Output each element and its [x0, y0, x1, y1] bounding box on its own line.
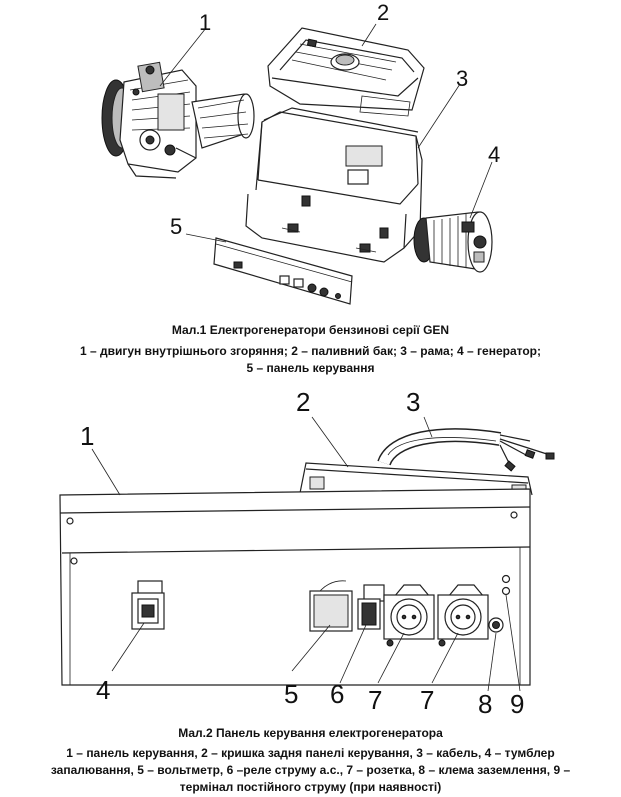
leader-lines	[91, 416, 521, 692]
figure-2-caption-title: Мал.2 Панель керування електрогенератора	[178, 726, 443, 740]
alternator-drawing	[413, 211, 493, 273]
figure-1-caption-title: Мал.1 Електрогенератори бензинові серії …	[171, 323, 450, 337]
figure-1-caption-legend: 1 – двигун внутрішнього згоряння; 2 – па…	[0, 343, 621, 377]
figure-2-legend-line-1: 1 – панель керування, 2 – кришка задня п…	[66, 746, 555, 760]
fuel-tank-drawing	[267, 27, 425, 117]
fig1-label-frame: 3	[456, 66, 468, 91]
fig2-label-dc-terminal: 9	[510, 689, 524, 715]
figure-1-exploded-view: 1 2 3 4	[101, 0, 500, 305]
figure-1-legend-line-1: 1 – двигун внутрішнього згоряння; 2 – па…	[79, 344, 542, 358]
fig1-label-engine: 1	[199, 10, 211, 35]
voltmeter-drawing	[309, 580, 353, 632]
fig2-label-ignition-switch: 4	[96, 675, 110, 705]
fig1-label-fuel-tank: 2	[377, 0, 389, 25]
fig2-label-rear-cover: 2	[296, 387, 310, 417]
figure-2-control-panel-view: 1 2 3 4 5 6 7 7 8 9	[59, 387, 555, 715]
ground-terminal-drawing	[488, 617, 504, 633]
fig2-label-panel: 1	[80, 421, 94, 451]
figure-1-legend-line-2: 5 – панель керування	[246, 361, 375, 375]
fig2-label-ground-terminal: 8	[478, 689, 492, 715]
fig1-label-control-panel: 5	[170, 214, 182, 239]
ignition-switch-drawing	[131, 580, 165, 630]
socket-1-drawing	[383, 584, 435, 647]
current-relay-drawing	[357, 584, 385, 630]
fig2-label-voltmeter: 5	[284, 679, 298, 709]
control-panel-drawing	[213, 237, 353, 305]
figure-2-legend-line-3: термінал постійного струму (при наявност…	[179, 780, 442, 794]
frame-drawing	[245, 107, 423, 263]
fig2-label-socket-2: 7	[420, 685, 434, 715]
fig1-label-alternator: 4	[488, 142, 500, 167]
dc-terminal-drawing	[501, 574, 511, 596]
figure-2-caption-legend: 1 – панель керування, 2 – кришка задня п…	[0, 745, 621, 796]
engine-drawing	[101, 61, 255, 179]
cable-drawing	[377, 428, 555, 472]
socket-2-drawing	[437, 584, 489, 647]
fig2-label-current-relay: 6	[330, 679, 344, 709]
fig2-label-cable: 3	[406, 387, 420, 417]
figure-2-legend-line-2: запалювання, 5 – вольтметр, 6 –реле стру…	[50, 763, 571, 777]
fig2-label-socket-1: 7	[368, 685, 382, 715]
